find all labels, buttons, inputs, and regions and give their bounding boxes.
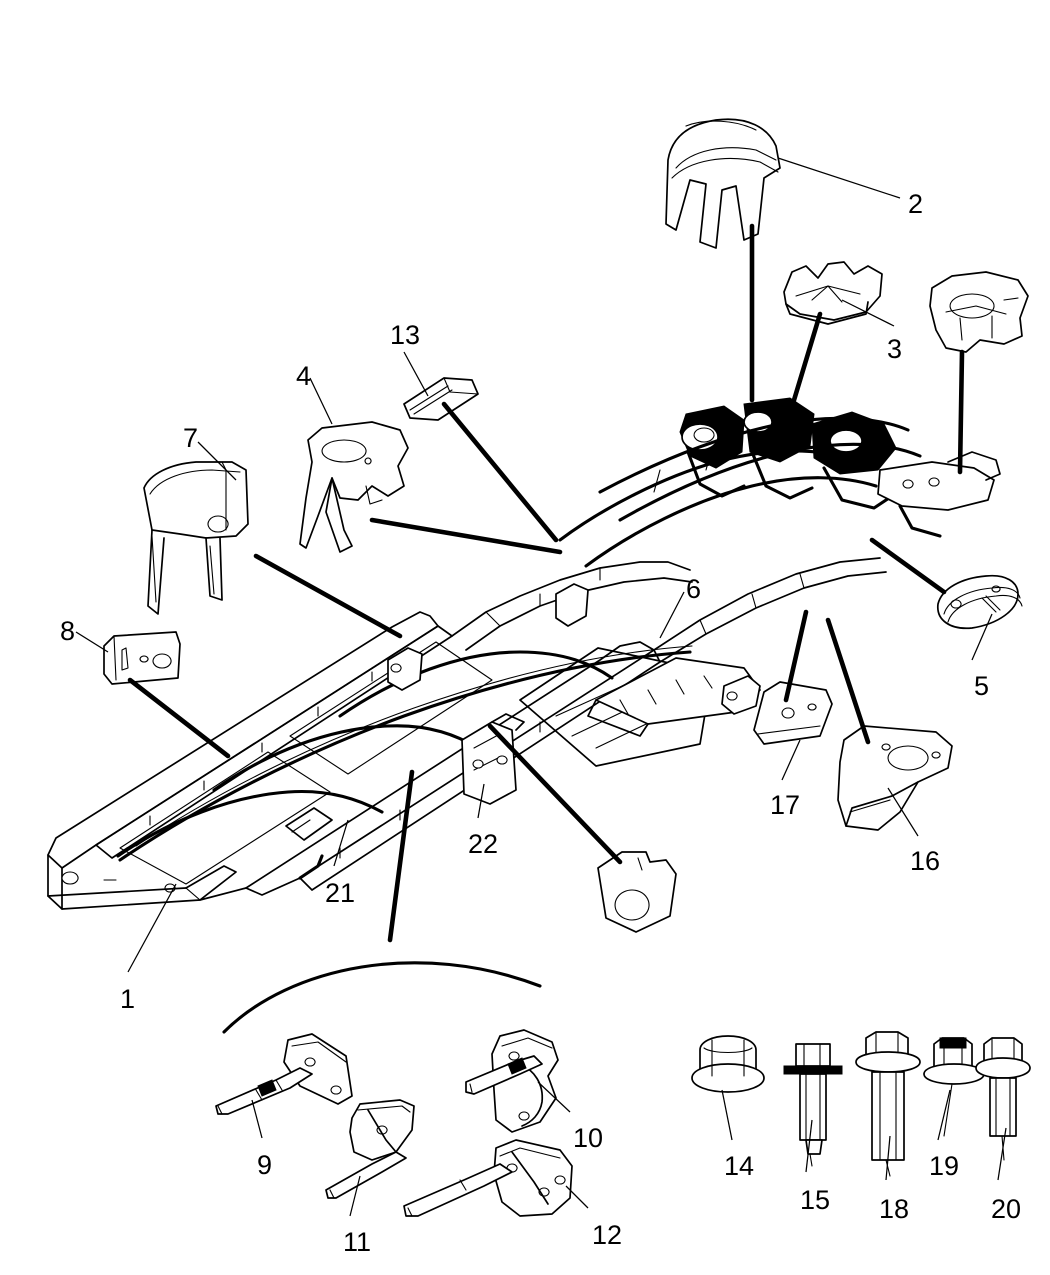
leader-19	[937, 1089, 951, 1141]
leader-2	[777, 157, 901, 199]
leader-4-heavy	[369, 517, 563, 555]
callout-9: 9	[257, 1150, 273, 1180]
part-19-art	[923, 1037, 985, 1137]
leader-lines	[75, 157, 1007, 1217]
frame-rail-assembly-art	[47, 397, 1001, 910]
callout-2: 2	[908, 189, 924, 219]
part-16-art	[837, 725, 953, 831]
leader-18	[885, 1135, 891, 1181]
callout-1: 1	[120, 984, 136, 1014]
callout-19: 19	[929, 1151, 960, 1181]
part-9-art	[215, 1033, 353, 1115]
leader-15	[805, 1119, 813, 1173]
leader-8	[75, 631, 109, 653]
front-frame-horn-detail	[598, 397, 922, 522]
part-11-art	[325, 1099, 415, 1199]
leader-11	[349, 1175, 361, 1217]
part-4-art	[299, 421, 409, 553]
leader-9	[251, 1099, 263, 1139]
callout-12: 12	[592, 1220, 623, 1250]
part-2b-art	[929, 271, 1029, 353]
leader-8-heavy	[127, 677, 231, 759]
callout-16: 16	[910, 846, 941, 876]
leader-6	[659, 591, 685, 639]
leader-12	[565, 1185, 589, 1209]
part-14-art	[691, 1035, 765, 1093]
leader-4	[309, 377, 333, 425]
callout-6: 6	[686, 574, 702, 604]
leader-13	[403, 351, 429, 397]
leader-13-heavy	[441, 401, 559, 543]
callout-4: 4	[296, 361, 312, 391]
leader-arc-stem	[387, 769, 415, 943]
leader-7-heavy	[253, 553, 403, 639]
leader-16-heavy	[825, 617, 871, 745]
callout-20: 20	[991, 1194, 1022, 1224]
leader-plate-heavy	[487, 723, 623, 865]
part-12-art	[403, 1139, 573, 1217]
part-2-art	[665, 118, 781, 249]
callout-17: 17	[770, 790, 801, 820]
leader-16	[887, 787, 919, 837]
group-arc	[222, 961, 542, 1034]
leader-2b-heavy	[957, 349, 965, 475]
part-8-art	[103, 631, 181, 685]
leader-14	[721, 1089, 733, 1141]
leader-10	[537, 1081, 571, 1113]
leader-3-heavy	[785, 311, 823, 423]
part-3-art	[783, 261, 883, 325]
leader-17-heavy	[783, 609, 809, 703]
leader-17	[781, 739, 801, 781]
mount-plate-detail-art	[597, 851, 677, 933]
leader-1	[127, 883, 177, 973]
leader-21	[333, 819, 349, 867]
part-13-art	[403, 377, 479, 421]
callout-13: 13	[390, 320, 421, 350]
callout-15: 15	[800, 1185, 831, 1215]
callout-5: 5	[974, 671, 990, 701]
callout-11: 11	[343, 1227, 372, 1257]
part-17-art	[753, 681, 833, 745]
leader-5-heavy	[869, 537, 947, 595]
callout-22: 22	[468, 829, 499, 859]
part-15-art	[783, 1043, 843, 1167]
leader-22	[477, 783, 485, 819]
callout-3: 3	[887, 334, 903, 364]
leader-5	[971, 613, 993, 661]
callout-21: 21	[325, 878, 356, 908]
part-5-art	[937, 574, 1023, 630]
leader-20	[997, 1127, 1007, 1181]
callout-18: 18	[879, 1194, 910, 1224]
callout-14: 14	[724, 1151, 755, 1181]
leader-7	[197, 441, 237, 481]
callout-10: 10	[573, 1123, 604, 1153]
part-18-art	[855, 1031, 921, 1177]
leader-3	[841, 299, 895, 327]
callout-8: 8	[60, 616, 76, 646]
callout-7: 7	[183, 423, 199, 453]
part-10-art	[465, 1029, 559, 1133]
part-20-art	[975, 1037, 1031, 1161]
